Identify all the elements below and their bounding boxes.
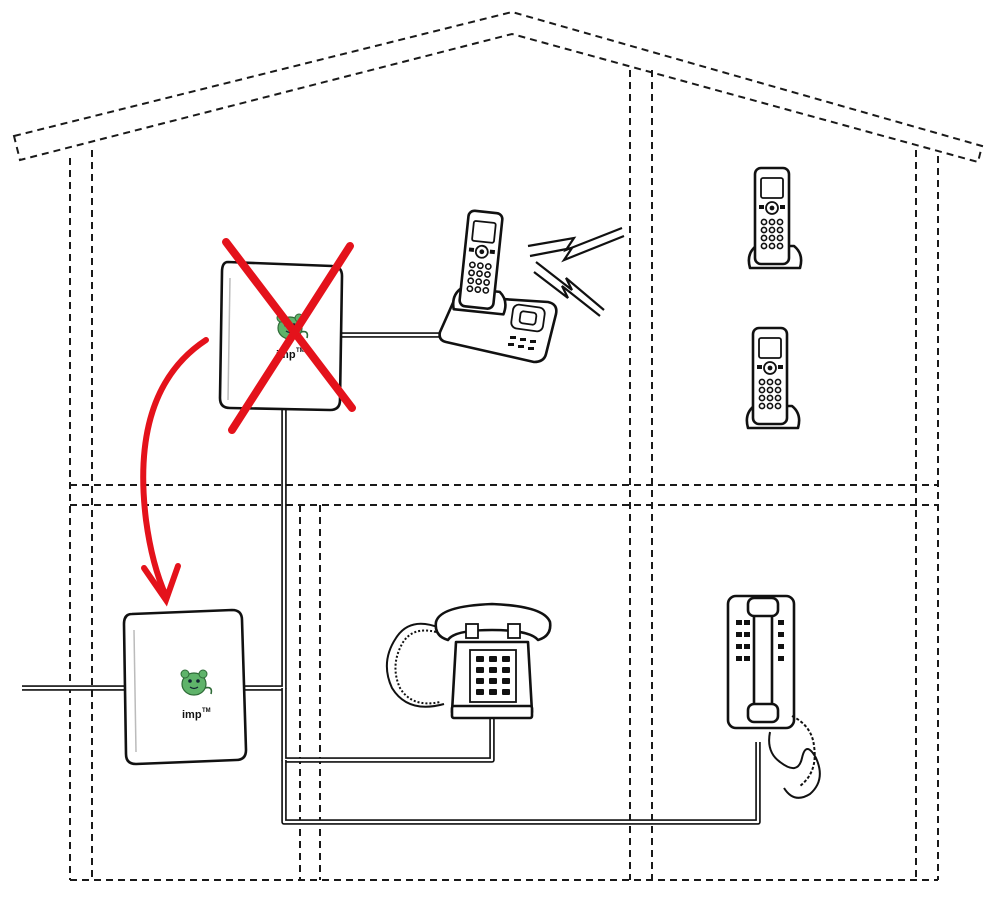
cordless-base-phone-icon (438, 208, 558, 364)
desk-phone-line (281, 688, 495, 763)
old-filter-box: imp TM (218, 238, 356, 434)
cordless-handset-icon (745, 326, 801, 430)
roof (12, 10, 984, 164)
wall-phone-icon (726, 594, 821, 799)
desk-phone-icon (385, 602, 552, 720)
new-filter-label: imp (182, 709, 202, 721)
house-outline (12, 10, 984, 881)
cordless-handset-icon (747, 166, 803, 270)
wall-phone-line (281, 742, 761, 825)
wireless-signal-icon (527, 226, 625, 317)
phone-wiring (22, 332, 761, 825)
new-filter-trademark: TM (202, 708, 211, 714)
cross-mark-icon (222, 238, 356, 434)
move-arrow-icon (140, 337, 209, 607)
old-filter-trademark: TM (296, 348, 305, 354)
new-filter-box: imp TM (122, 608, 248, 766)
